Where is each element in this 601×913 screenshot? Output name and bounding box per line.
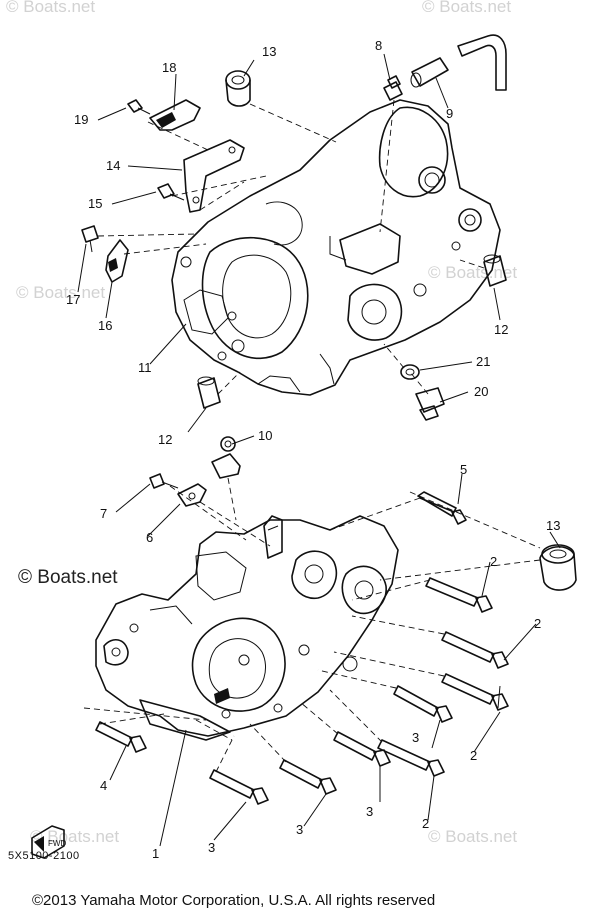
leader-lines [77, 53, 561, 847]
callout-4: 4 [100, 778, 107, 793]
bolts-3 [209, 685, 453, 805]
bolt-5 [417, 491, 467, 525]
callout-numbers: 13 8 9 18 19 14 15 17 16 11 12 12 21 20 … [66, 38, 560, 861]
callout-10: 10 [258, 428, 272, 443]
callout-2-d: 2 [422, 816, 429, 831]
bolt-19 [127, 99, 151, 115]
callout-9: 9 [446, 106, 453, 121]
bolt-15 [157, 183, 185, 201]
callout-13-bottom: 13 [546, 518, 560, 533]
callout-17: 17 [66, 292, 80, 307]
callout-18: 18 [162, 60, 176, 75]
drain-plug-20 [415, 387, 445, 421]
watermark-bottom-right: © Boats.net [428, 827, 517, 846]
bracket-18 [149, 99, 201, 131]
callout-19: 19 [74, 112, 88, 127]
callout-3-a: 3 [412, 730, 419, 745]
callout-21: 21 [476, 354, 490, 369]
hose-fitting-10 [211, 436, 241, 479]
callout-7: 7 [100, 506, 107, 521]
callout-6: 6 [146, 530, 153, 545]
dowel-pin-12-upper [483, 254, 507, 287]
watermark-main: © Boats.net [18, 567, 118, 588]
gasket-21 [400, 364, 420, 380]
callout-5: 5 [460, 462, 467, 477]
alignment-lines [83, 99, 541, 773]
callout-15: 15 [88, 196, 102, 211]
callout-2-b: 2 [534, 616, 541, 631]
copyright-notice: ©2013 Yamaha Motor Corporation, U.S.A. A… [32, 892, 436, 909]
callout-12-lower: 12 [158, 432, 172, 447]
callout-20: 20 [474, 384, 488, 399]
part-code: 5X5100-2100 [8, 850, 80, 862]
bolt-17 [81, 225, 99, 253]
callout-2-a: 2 [490, 554, 497, 569]
watermark-mid-left: © Boats.net [16, 283, 105, 302]
callout-11: 11 [138, 360, 152, 375]
bolt-8 [383, 75, 403, 101]
callout-2-c: 2 [470, 748, 477, 763]
watermark-mid-right: © Boats.net [428, 263, 517, 282]
callout-3-d: 3 [208, 840, 215, 855]
watermark-bottom-left: © Boats.net [30, 827, 119, 846]
fwd-label: FWD [48, 839, 66, 848]
callout-16: 16 [98, 318, 112, 333]
watermark-top-left: © Boats.net [6, 0, 95, 16]
callout-14: 14 [106, 158, 120, 173]
callout-3-c: 3 [296, 822, 303, 837]
hose-9 [410, 34, 507, 91]
callout-1: 1 [152, 846, 159, 861]
bolt-4 [95, 721, 147, 753]
callout-3-b: 3 [366, 804, 373, 819]
callout-8: 8 [375, 38, 382, 53]
forward-arrow-icon: FWD [31, 825, 66, 859]
oil-seal-13-top [225, 70, 251, 107]
bolts-2 [377, 577, 509, 777]
dowel-pin-12-lower [197, 376, 221, 409]
gasket-1 [139, 699, 231, 741]
watermark-top-right: © Boats.net [422, 0, 511, 16]
clamp-16 [105, 239, 129, 283]
callout-12-upper: 12 [494, 322, 508, 337]
bracket-6 [177, 483, 207, 507]
oil-seal-13-bottom [539, 544, 577, 591]
callout-13-top: 13 [262, 44, 276, 59]
crankcase-upper [171, 99, 501, 396]
screw-7 [149, 473, 179, 489]
crankcase-lower [95, 515, 399, 737]
plate-14 [183, 139, 245, 213]
